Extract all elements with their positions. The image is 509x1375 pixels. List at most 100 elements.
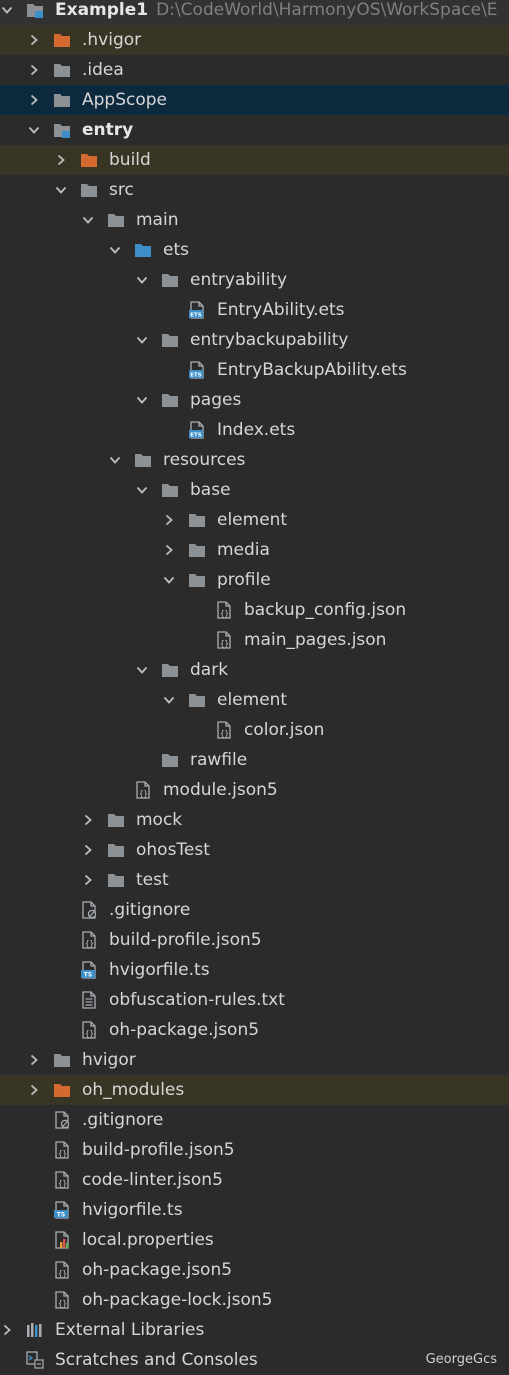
tree-item-build-profile-json5[interactable]: {}build-profile.json5	[0, 925, 509, 955]
tree-item-element[interactable]: element	[0, 685, 509, 715]
item-name: build-profile.json5	[82, 1140, 235, 1160]
tree-item-build-profile-json5[interactable]: {}build-profile.json5	[0, 1135, 509, 1165]
folder-icon	[188, 571, 206, 589]
chevron-down-icon[interactable]	[108, 445, 122, 475]
tree-item-gitignore[interactable]: .gitignore	[0, 1105, 509, 1135]
tree-item-label: EntryBackupAbility.ets	[217, 355, 407, 385]
tree-item-rawfile[interactable]: rawfile	[0, 745, 509, 775]
tree-item-obfuscation-rules-txt[interactable]: obfuscation-rules.txt	[0, 985, 509, 1015]
chevron-right-icon[interactable]	[27, 85, 41, 115]
tree-item-ohostest[interactable]: ohosTest	[0, 835, 509, 865]
tree-item-backup-config-json[interactable]: {}backup_config.json	[0, 595, 509, 625]
folder-icon	[107, 211, 125, 229]
tree-item-test[interactable]: test	[0, 865, 509, 895]
chevron-right-icon[interactable]	[0, 1315, 14, 1345]
tree-item-oh-package-json5[interactable]: {}oh-package.json5	[0, 1255, 509, 1285]
tree-item-resources[interactable]: resources	[0, 445, 509, 475]
tree-item-dark[interactable]: dark	[0, 655, 509, 685]
tree-item-hvigor[interactable]: .hvigor	[0, 25, 509, 55]
tree-item-color-json[interactable]: {}color.json	[0, 715, 509, 745]
tree-item-oh-package-json5[interactable]: {}oh-package.json5	[0, 1015, 509, 1045]
chevron-down-icon[interactable]	[162, 565, 176, 595]
chevron-right-icon[interactable]	[162, 505, 176, 535]
chevron-right-icon[interactable]	[81, 835, 95, 865]
tree-item-label: .gitignore	[82, 1105, 163, 1135]
chevron-down-icon[interactable]	[135, 325, 149, 355]
tree-item-oh-package-lock-json5[interactable]: {}oh-package-lock.json5	[0, 1285, 509, 1315]
tree-item-label: color.json	[244, 715, 324, 745]
item-name: hvigorfile.ts	[82, 1200, 183, 1220]
item-name: obfuscation-rules.txt	[109, 990, 285, 1010]
chevron-down-icon[interactable]	[108, 235, 122, 265]
tree-item-base[interactable]: base	[0, 475, 509, 505]
chevron-down-icon[interactable]	[0, 0, 14, 25]
tree-item-label: hvigor	[82, 1045, 136, 1075]
chevron-right-icon[interactable]	[27, 1075, 41, 1105]
tree-item-appscope[interactable]: AppScope	[0, 85, 509, 115]
tree-item-label: module.json5	[163, 775, 278, 805]
svg-text:TS: TS	[84, 972, 92, 979]
tree-item-entrybackupability[interactable]: entrybackupability	[0, 325, 509, 355]
tree-item-label: entry	[82, 115, 133, 145]
svg-text:TS: TS	[57, 1212, 65, 1219]
tree-item-idea[interactable]: .idea	[0, 55, 509, 85]
folder-icon	[107, 841, 125, 859]
tree-item-main[interactable]: main	[0, 205, 509, 235]
folder-icon	[161, 331, 179, 349]
tree-item-hvigor[interactable]: hvigor	[0, 1045, 509, 1075]
tree-item-entryability[interactable]: entryability	[0, 265, 509, 295]
chevron-right-icon[interactable]	[27, 55, 41, 85]
tree-item-main-pages-json[interactable]: {}main_pages.json	[0, 625, 509, 655]
chevron-down-icon[interactable]	[135, 655, 149, 685]
tree-item-ets[interactable]: ets	[0, 235, 509, 265]
chevron-down-icon[interactable]	[54, 175, 68, 205]
tree-item-label: build-profile.json5	[109, 925, 262, 955]
chevron-down-icon[interactable]	[162, 685, 176, 715]
chevron-down-icon[interactable]	[81, 205, 95, 235]
folder-icon	[161, 481, 179, 499]
tree-item-label: media	[217, 535, 270, 565]
gitignore-file-icon	[53, 1111, 71, 1129]
tree-item-external-libraries[interactable]: External Libraries	[0, 1315, 509, 1345]
tree-item-module-json5[interactable]: {}module.json5	[0, 775, 509, 805]
tree-item-gitignore[interactable]: .gitignore	[0, 895, 509, 925]
chevron-down-icon[interactable]	[27, 115, 41, 145]
chevron-right-icon[interactable]	[27, 25, 41, 55]
tree-item-hvigorfile-ts[interactable]: TS hvigorfile.ts	[0, 1195, 509, 1225]
item-name: ets	[163, 240, 189, 260]
tree-item-label: rawfile	[190, 745, 247, 775]
folder-icon	[53, 1051, 71, 1069]
chevron-down-icon[interactable]	[135, 265, 149, 295]
item-name: EntryBackupAbility.ets	[217, 360, 407, 380]
chevron-right-icon[interactable]	[27, 1045, 41, 1075]
tree-item-mock[interactable]: mock	[0, 805, 509, 835]
tree-item-src[interactable]: src	[0, 175, 509, 205]
chevron-right-icon[interactable]	[162, 535, 176, 565]
tree-item-entry[interactable]: entry	[0, 115, 509, 145]
item-name: hvigorfile.ts	[109, 960, 210, 980]
chevron-right-icon[interactable]	[81, 805, 95, 835]
tree-item-oh-modules[interactable]: oh_modules	[0, 1075, 509, 1105]
tree-item-local-properties[interactable]: local.properties	[0, 1225, 509, 1255]
tree-item-pages[interactable]: pages	[0, 385, 509, 415]
item-name: .gitignore	[82, 1110, 164, 1130]
tree-item-media[interactable]: media	[0, 535, 509, 565]
chevron-down-icon[interactable]	[135, 385, 149, 415]
json-file-icon: {}	[215, 601, 233, 619]
tree-item-code-linter-json5[interactable]: {}code-linter.json5	[0, 1165, 509, 1195]
tree-item-profile[interactable]: profile	[0, 565, 509, 595]
chevron-down-icon[interactable]	[135, 475, 149, 505]
tree-item-scratches-and-consoles[interactable]: Scratches and Consoles	[0, 1345, 509, 1375]
tree-item-build[interactable]: build	[0, 145, 509, 175]
tree-item-label: resources	[163, 445, 245, 475]
tree-item-label: Scratches and Consoles	[55, 1345, 258, 1375]
tree-item-hvigorfile-ts[interactable]: TS hvigorfile.ts	[0, 955, 509, 985]
chevron-right-icon[interactable]	[54, 145, 68, 175]
tree-item-element[interactable]: element	[0, 505, 509, 535]
chevron-right-icon[interactable]	[81, 865, 95, 895]
scratches-icon	[26, 1351, 44, 1369]
